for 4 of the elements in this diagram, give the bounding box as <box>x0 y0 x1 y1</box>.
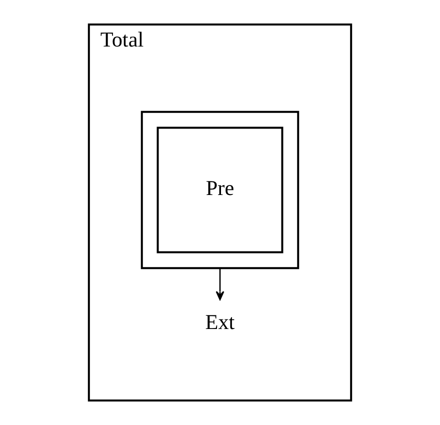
cluster <box>140 110 300 270</box>
arrow <box>216 268 224 300</box>
node-text: Ext <box>205 310 235 334</box>
node-box: Pre <box>156 126 284 254</box>
